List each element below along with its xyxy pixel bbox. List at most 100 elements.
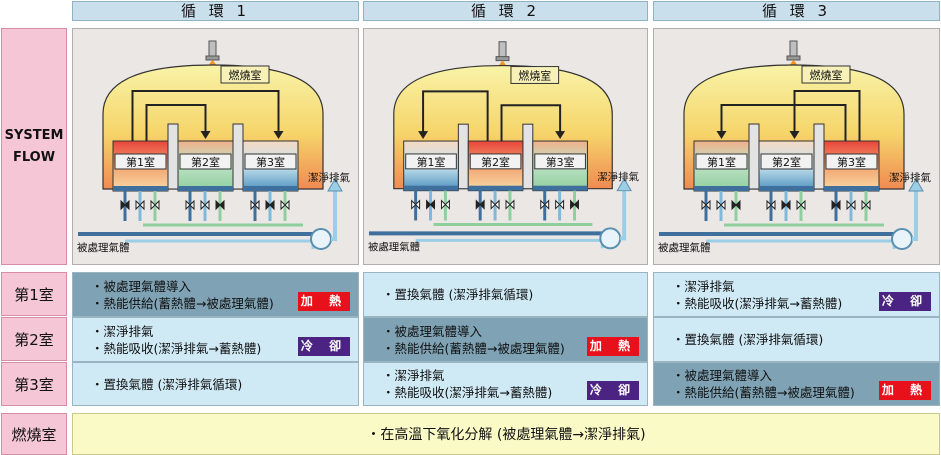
system-flow-line2: FLOW [12, 149, 56, 165]
flow-arrow-purge [720, 104, 847, 141]
flow-arrow-purge [145, 104, 207, 141]
cool-badge: 冷 卻 [298, 337, 350, 356]
bed-bottom [243, 186, 298, 191]
room-label: 第2室 [772, 155, 801, 169]
burner-base-icon [786, 55, 801, 61]
room-label-box [825, 153, 878, 170]
c1-room1-line2: ・熱能供給(蓄熱體→被處理氣體) [91, 295, 274, 311]
c3-room1-line2: ・熱能吸收(潔淨排氣→蓄熱體) [672, 295, 843, 311]
c3-room1-line1: ・潔淨排氣 [672, 278, 735, 294]
valve-icon [280, 199, 290, 211]
bed-bottom [178, 186, 233, 191]
divider-wall [748, 123, 760, 190]
valve-icon [505, 199, 515, 210]
exhaust-manifold [415, 238, 604, 249]
flow-arrowhead [273, 131, 284, 139]
valve-icon [540, 199, 550, 210]
room-label: 第2室 [481, 155, 510, 169]
combustion-description: ・在高溫下氧化分解 (被處理氣體→潔淨排氣) [72, 413, 940, 455]
valve-icon [701, 199, 711, 211]
flow-arrowhead [418, 131, 429, 140]
valve-icon [215, 199, 225, 211]
c1-room1-cell: ・被處理氣體導入 ・熱能供給(蓄熱體→被處理氣體) 加 熱 [72, 272, 359, 317]
flow-arrow-main [422, 90, 489, 142]
bed-bottom [694, 186, 749, 191]
c2-room1-cell: ・置換氣體 (潔淨排氣循環) [363, 272, 648, 317]
flow-arrowhead [200, 131, 211, 139]
valve-icon [731, 199, 741, 211]
treated-gas-label: 被處理氣體 [368, 240, 420, 253]
c2-room2-line2: ・熱能供給(蓄熱體→被處理氣體) [382, 340, 565, 356]
burner-base-icon [495, 56, 510, 62]
bed-bottom [113, 186, 168, 191]
c3-room3-line2: ・熱能供給(蓄熱體→被處理氣體) [672, 385, 855, 400]
c3-room2-cell: ・置換氣體 (潔淨排氣循環) [653, 317, 940, 362]
room-label: 第1室 [126, 155, 155, 169]
c2-room2-line1: ・被處理氣體導入 [382, 323, 483, 339]
c1-room2-line1: ・潔淨排氣 [91, 323, 154, 339]
valve-icon [555, 199, 565, 210]
row-label-combustion: 燃燒室 [1, 413, 67, 455]
flow-arrowhead [789, 131, 800, 139]
burner-icon [498, 41, 507, 59]
exhaust-stack [912, 189, 918, 241]
heat-badge: 加 熱 [879, 381, 931, 400]
room-label: 第2室 [191, 155, 220, 169]
valve-icon [831, 199, 841, 211]
exhaust-arrow-icon [908, 178, 924, 192]
valve-icon [796, 199, 806, 211]
combustion-label: 燃燒室 [518, 68, 551, 82]
treated-gas-label: 被處理氣體 [77, 241, 130, 254]
heat-badge: 加 熱 [587, 337, 639, 356]
room-label-box [695, 153, 748, 170]
combustion-label: 燃燒室 [810, 68, 843, 82]
exhaust-arrow-icon [616, 177, 632, 192]
valve-icon [846, 199, 856, 211]
clean-exhaust-label: 潔淨排氣 [597, 171, 639, 184]
cycle-3-flow-svg: 燃燒室第1室第2室第3室潔淨排氣被處理氣體 [658, 40, 931, 254]
c1-room2-line2: ・熱能吸收(潔淨排氣→蓄熱體) [91, 340, 262, 356]
c1-room3-cell: ・置換氣體 (潔淨排氣循環) [72, 362, 359, 406]
c3-room1-cell: ・潔淨排氣 ・熱能吸收(潔淨排氣→蓄熱體) 冷 卻 [653, 272, 940, 317]
cycle-3-diagram: 燃燒室第1室第2室第3室潔淨排氣被處理氣體 [653, 28, 940, 265]
fan-icon [599, 227, 622, 250]
room-label-box [244, 153, 297, 170]
cool-badge: 冷 卻 [879, 292, 931, 311]
clean-exhaust-label: 潔淨排氣 [889, 171, 931, 184]
valve-icon [426, 199, 435, 210]
valve-icon [570, 199, 579, 210]
room-label: 第3室 [837, 155, 866, 169]
c2-room3-line1: ・潔淨排氣 [382, 368, 445, 383]
divider-wall [813, 123, 825, 190]
valve-icon [135, 199, 145, 211]
row-label-room2: 第2室 [1, 317, 67, 361]
c2-room3-cell: ・潔淨排氣 ・熱能吸收(潔淨排氣→蓄熱體) 冷 卻 [363, 362, 648, 406]
system-flow-line1: SYSTEM [4, 127, 64, 143]
fan-icon [310, 228, 332, 250]
room-label-box [114, 153, 167, 170]
c2-room2-cell: ・被處理氣體導入 ・熱能供給(蓄熱體→被處理氣體) 加 熱 [363, 317, 648, 362]
valve-icon [411, 199, 421, 210]
c1-room2-cell: ・潔淨排氣 ・熱能吸收(潔淨排氣→蓄熱體) 冷 卻 [72, 317, 359, 362]
valve-icon [490, 199, 500, 210]
bed-bottom [468, 185, 523, 191]
burner-icon [208, 40, 217, 58]
c1-room1-line1: ・被處理氣體導入 [91, 278, 192, 294]
fan-icon [891, 228, 913, 250]
system-flow-label: SYSTEM FLOW [1, 28, 67, 265]
room-label-box [534, 153, 586, 170]
room-label: 第1室 [417, 155, 446, 169]
room-label-box [405, 153, 457, 170]
exhaust-manifold [125, 239, 315, 249]
burner-base-icon [205, 55, 220, 61]
heat-badge: 加 熱 [298, 292, 350, 311]
flow-arrow-main [131, 90, 280, 141]
bed-bottom [759, 186, 814, 191]
valve-icon [265, 199, 275, 211]
c1-room3-line1: ・置換氣體 (潔淨排氣循環) [91, 376, 243, 392]
cool-badge: 冷 卻 [587, 381, 639, 400]
room-label: 第3室 [546, 155, 575, 169]
row-label-room1: 第1室 [1, 272, 67, 316]
valve-icon [185, 199, 195, 211]
